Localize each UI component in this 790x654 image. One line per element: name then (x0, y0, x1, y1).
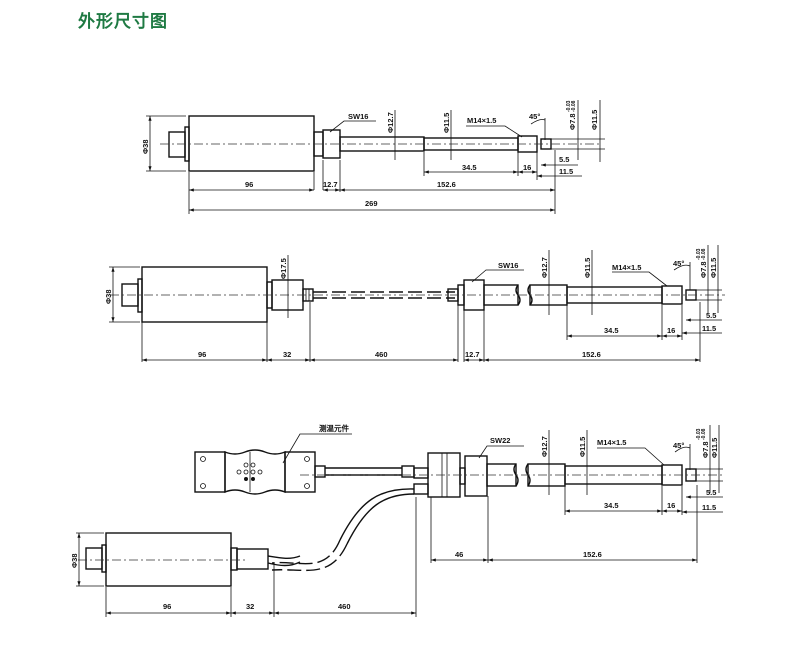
tol-lower: -0.08 (701, 248, 707, 260)
dim-96: 96 (245, 180, 253, 189)
tol-upper: -0.03 (566, 100, 572, 112)
label-thread: M14×1.5 (597, 438, 626, 447)
dim-152-6: 152.6 (583, 550, 602, 559)
port-upper (413, 467, 429, 479)
dim-5-5: 5.5 (559, 155, 569, 164)
dim-16: 16 (523, 163, 531, 172)
dim-152-6: 152.6 (582, 350, 601, 359)
port-lower (413, 483, 429, 495)
label-angle: 45° (673, 441, 684, 450)
drawing-1-sensor-rigid: Φ38 SW16 Φ12.7 Φ11.5 M14×1.5 45° Φ7.8 -0… (141, 100, 605, 214)
dim-phi11-5-b: Φ11.5 (710, 438, 719, 458)
dim-46: 46 (455, 550, 463, 559)
hex-nut-sw22 (464, 455, 488, 497)
dim-11-5: 11.5 (702, 324, 716, 333)
sensor-body (141, 266, 268, 323)
dim-phi11-5-a: Φ11.5 (583, 258, 592, 278)
label-sw16: SW16 (348, 112, 368, 121)
dim-phi12-7: Φ12.7 (386, 112, 395, 133)
dim-phi12-7: Φ12.7 (540, 257, 549, 278)
screw-icons (200, 456, 310, 489)
dim-phi7-8: Φ7.8 (699, 261, 708, 278)
connector-plug (85, 547, 103, 570)
dim-460: 460 (375, 350, 388, 359)
dim-11-5: 11.5 (702, 503, 716, 512)
dim-269: 269 (365, 199, 378, 208)
dim-phi11-5-b: Φ11.5 (709, 258, 718, 278)
label-sw22: SW22 (490, 436, 510, 445)
dim-phi38: Φ38 (141, 140, 150, 155)
dim-phi7-8: Φ7.8 (701, 441, 710, 458)
dim-5-5: 5.5 (706, 311, 716, 320)
tol-upper: -0.03 (696, 248, 702, 260)
dim-11-5: 11.5 (559, 167, 573, 176)
cable-gland (314, 465, 326, 478)
dim-12-7: 12.7 (323, 180, 338, 189)
dim-5-5: 5.5 (706, 488, 716, 497)
page-title: 外形尺寸图 (78, 12, 168, 32)
dim-16: 16 (667, 501, 675, 510)
dim-16: 16 (667, 326, 675, 335)
neck (230, 547, 238, 571)
dim-phi11-5-a: Φ11.5 (578, 437, 587, 457)
dim-phi7-8: Φ7.8 (568, 113, 577, 130)
dim-phi38: Φ38 (104, 290, 113, 305)
dim-96: 96 (198, 350, 206, 359)
cable-connector (236, 548, 269, 570)
sensor-body (188, 115, 315, 172)
dim-phi38-lower: Φ38 (70, 554, 79, 569)
dim-460: 460 (338, 602, 351, 611)
drawing-2-sensor-flexible: Φ38 Φ17.5 SW16 Φ12.7 Φ11.5 M14×1.5 45° Φ… (104, 245, 725, 362)
dim-phi12-7: Φ12.7 (540, 436, 549, 457)
temp-block-left (194, 451, 226, 493)
dim-32: 32 (283, 350, 291, 359)
label-thread: M14×1.5 (612, 263, 641, 272)
neck (459, 467, 466, 485)
label-angle: 45° (529, 112, 540, 121)
label-temp-element: 测温元件 (319, 423, 349, 433)
dim-34-5: 34.5 (604, 501, 619, 510)
connector-plug (168, 131, 186, 158)
drawing-3-sensor-with-temp: 测温元件 SW22 Φ12.7 Φ11.5 M14×1.5 (70, 423, 725, 617)
temp-block-right (284, 451, 316, 493)
dim-phi17-5: Φ17.5 (279, 258, 288, 279)
dim-34-5: 34.5 (462, 163, 477, 172)
sensor-body (105, 532, 232, 587)
label-sw16: SW16 (498, 261, 518, 270)
tol-upper: -0.03 (696, 428, 702, 440)
label-thread: M14×1.5 (467, 116, 496, 125)
dim-12-7: 12.7 (465, 350, 480, 359)
dim-96: 96 (163, 602, 171, 611)
dim-32: 32 (246, 602, 254, 611)
dim-34-5: 34.5 (604, 326, 619, 335)
dim-phi11-5-a: Φ11.5 (442, 113, 451, 133)
dim-152-6: 152.6 (437, 180, 456, 189)
tol-lower: -0.08 (701, 428, 707, 440)
dim-phi11-5-b: Φ11.5 (590, 110, 599, 130)
tol-lower: -0.08 (571, 100, 577, 112)
label-angle: 45° (673, 259, 684, 268)
